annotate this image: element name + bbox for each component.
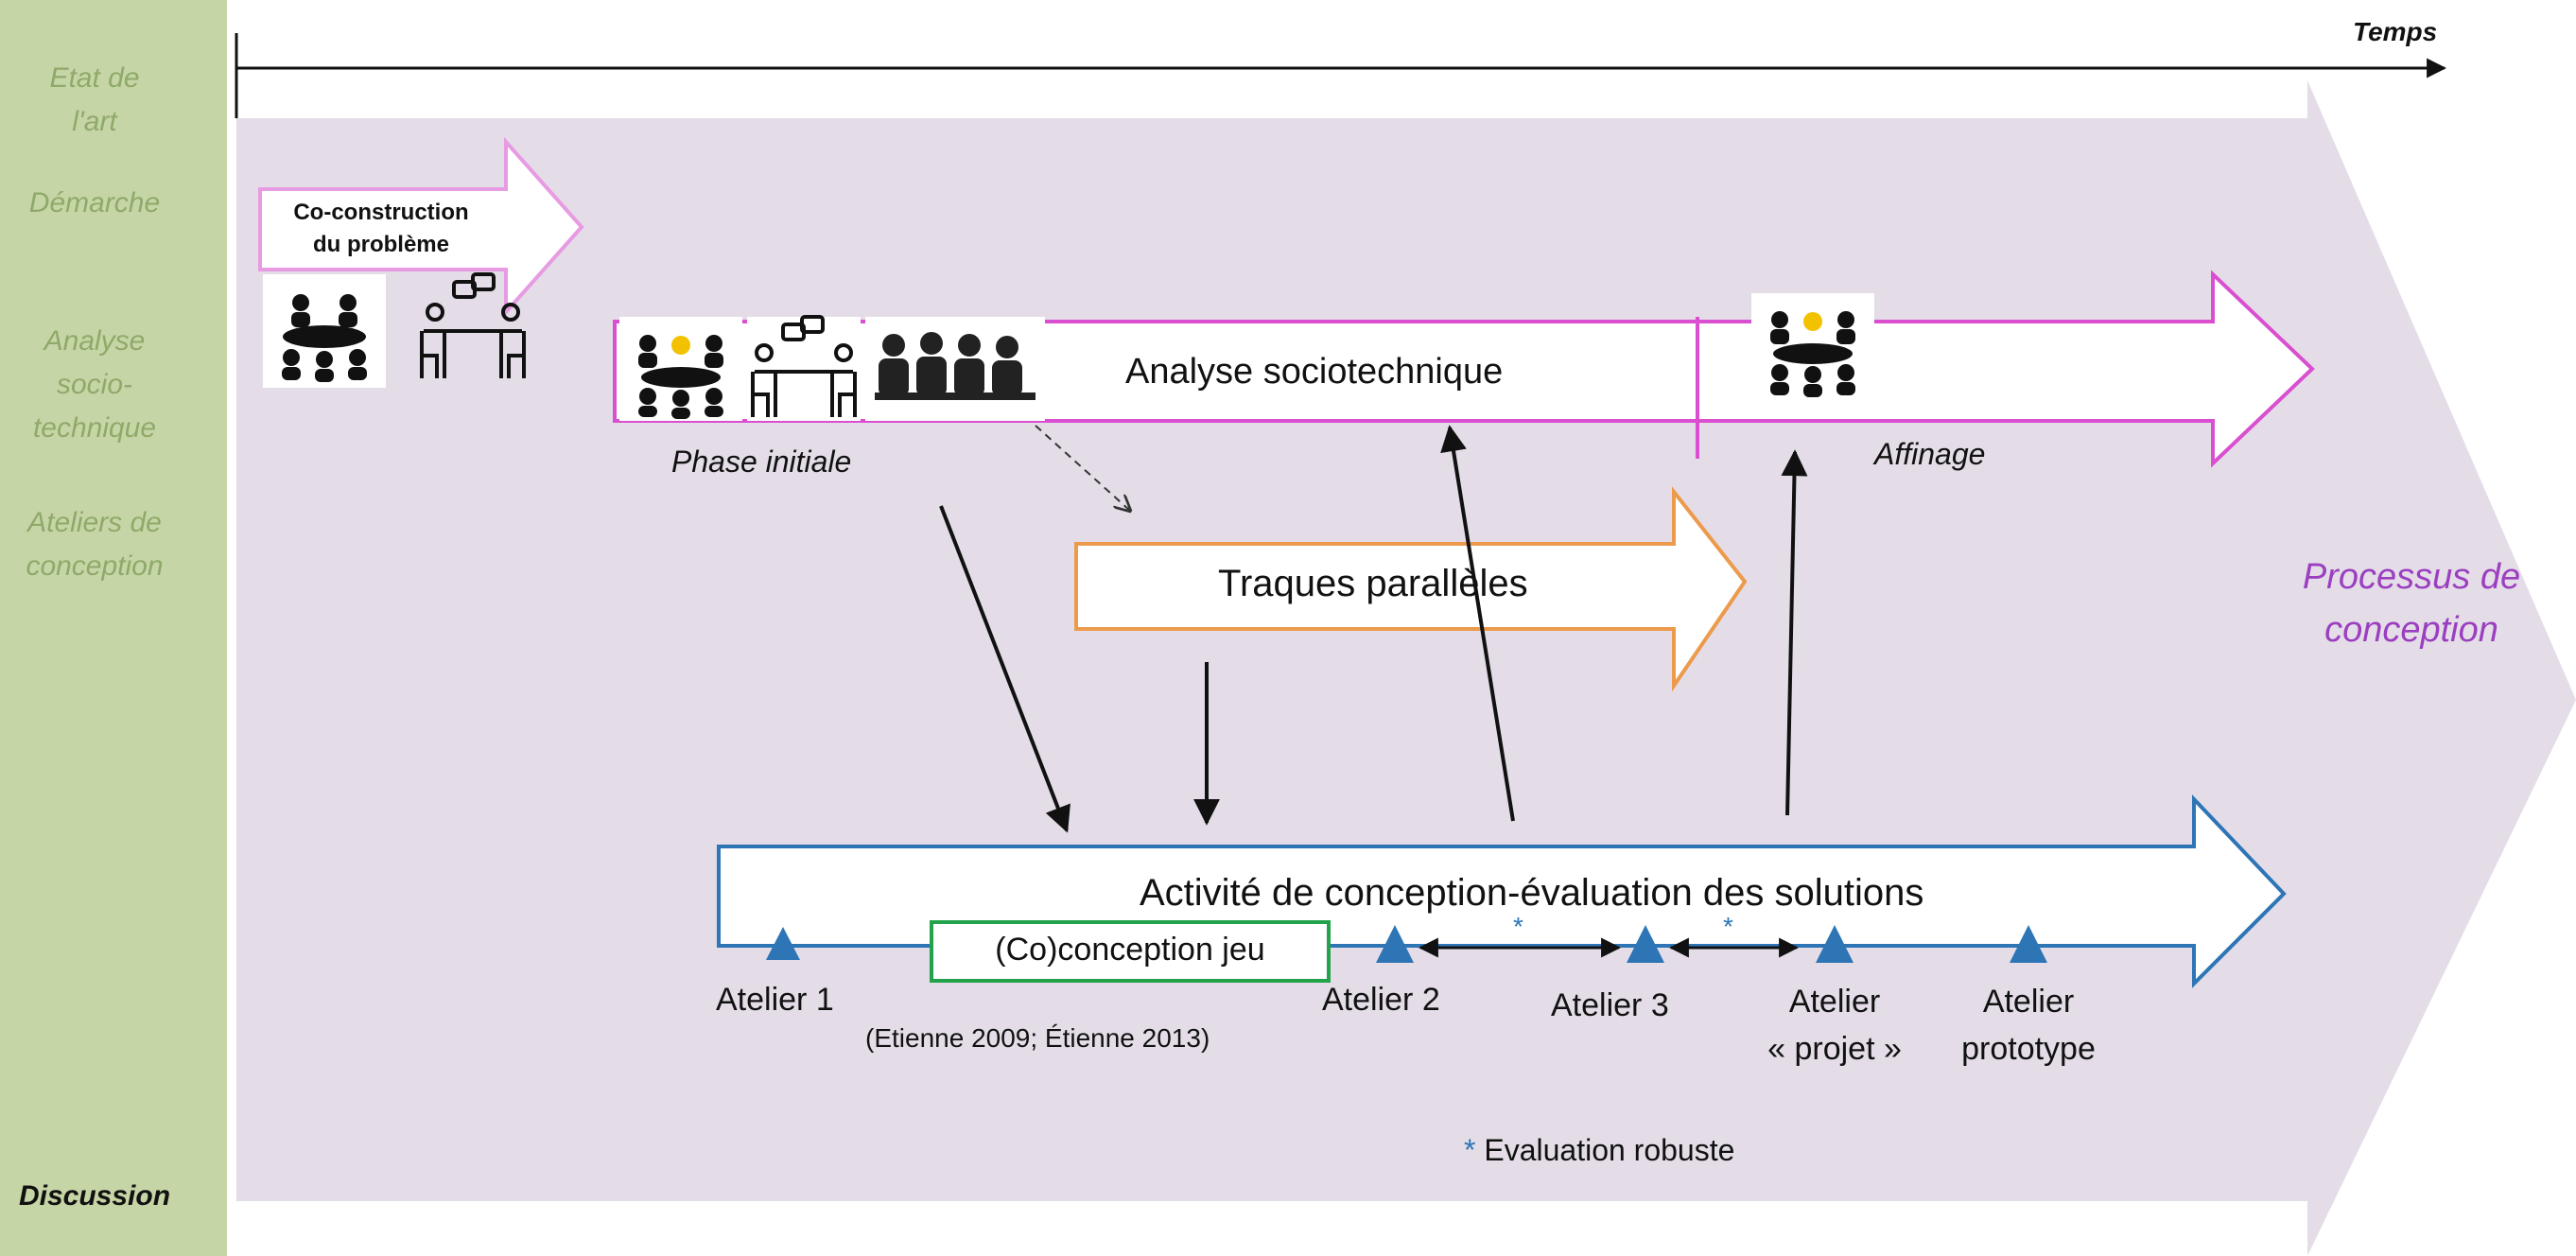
dashed-arrow-to-tracks: [1035, 425, 1130, 511]
workshop-project-marker: [1816, 925, 1854, 963]
design-activity-label: Activité de conception-évaluation des so…: [1140, 872, 1924, 914]
game-reference: (Etienne 2009; Étienne 2013): [865, 1023, 1210, 1053]
audience-icon: [865, 317, 1045, 421]
nav-item-discussion[interactable]: Discussion: [18, 1180, 171, 1212]
time-axis-label: Temps: [2353, 17, 2438, 46]
workshop-1-marker: [766, 927, 800, 960]
arrow-activity-to-refinement: [1781, 449, 1808, 816]
game-label: (Co)conception jeu: [995, 932, 1265, 968]
idea-meeting-icon: [619, 317, 742, 421]
parallel-tracks-arrow: [1074, 486, 1748, 692]
legend-asterisk: *: [1464, 1133, 1476, 1167]
nav-item-ateliers-conception[interactable]: Ateliers de conception: [26, 507, 164, 582]
design-process-arrow: [236, 80, 2576, 1256]
eval-marker-2: *: [1723, 912, 1733, 941]
workshop-3-label: Atelier 3: [1551, 987, 1669, 1023]
workshop-2-label: Atelier 2: [1322, 982, 1440, 1018]
nav-item-analyse-sociotechnique[interactable]: Analyse socio- technique: [32, 325, 157, 444]
eval-marker-1: *: [1513, 912, 1523, 941]
sidebar-nav: Etat de l'art Démarche Analyse socio- te…: [0, 0, 227, 1256]
workshop-1-label: Atelier 1: [716, 982, 834, 1018]
socio-analysis-label: Analyse sociotechnique: [1125, 352, 1504, 392]
idea-meeting-icon: [1751, 293, 1874, 402]
game-box: [930, 920, 1331, 983]
meeting-group-icon: [263, 274, 386, 388]
legend-evaluation: * Evaluation robuste: [1464, 1133, 1735, 1167]
coconstruction-label: Co-construction du problème: [293, 200, 469, 257]
parallel-tracks-label: Traques parallèles: [1218, 563, 1528, 604]
workshop-prototype-marker: [2010, 925, 2047, 963]
nav-item-etat-art[interactable]: Etat de l'art: [49, 62, 140, 137]
workshop-prototype-label: Atelier prototype: [1961, 984, 2096, 1067]
workshop-2-marker: [1376, 925, 1414, 963]
arrow-initial-to-activity: [939, 505, 1070, 833]
design-process-label: Processus de conception: [2302, 557, 2521, 650]
initial-phase-label: Phase initiale: [671, 445, 852, 479]
arrow-activity-to-analysis: [1440, 425, 1515, 822]
coconstruction-arrow: [258, 136, 584, 318]
discussion-table-icon: [420, 272, 526, 378]
nav-item-demarche[interactable]: Démarche: [28, 187, 161, 218]
workshop-3-marker: [1627, 925, 1664, 963]
workshop-project-label: Atelier « projet »: [1767, 984, 1902, 1067]
discussion-table-icon: [747, 315, 861, 421]
refinement-label: Affinage: [1874, 437, 1986, 471]
